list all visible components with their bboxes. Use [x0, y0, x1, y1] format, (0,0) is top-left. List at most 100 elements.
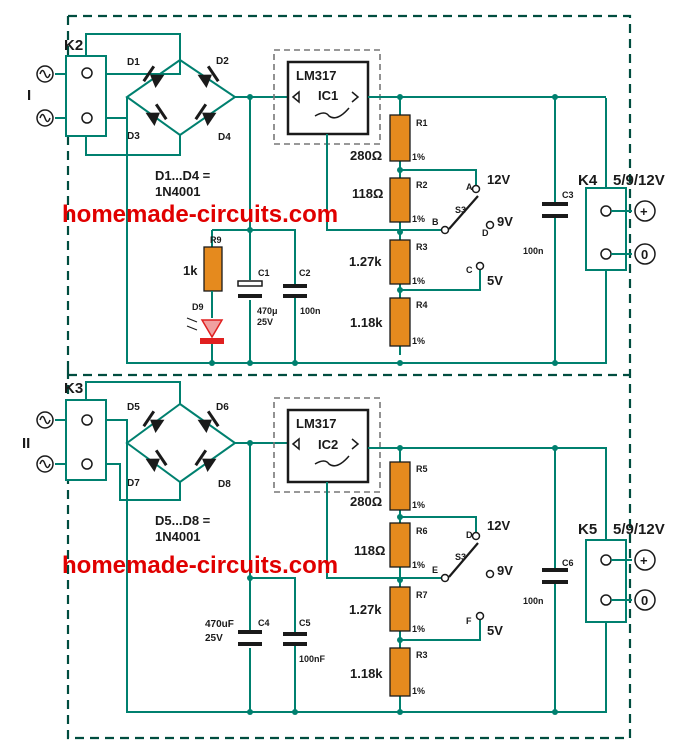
svg-text:1%: 1%: [412, 686, 425, 696]
resistor-r9: [203, 246, 223, 292]
resistor-r4: [389, 297, 411, 347]
svg-text:1%: 1%: [412, 624, 425, 634]
svg-text:0: 0: [641, 593, 648, 608]
svg-text:D4: D4: [218, 132, 231, 143]
svg-text:+: +: [640, 553, 648, 568]
watermark-top: homemade-circuits.com: [62, 201, 338, 228]
svg-text:+: +: [640, 204, 648, 219]
svg-text:9V: 9V: [497, 214, 513, 229]
svg-text:D9: D9: [192, 302, 204, 312]
svg-text:D6: D6: [216, 402, 229, 413]
svg-text:R3: R3: [416, 242, 428, 252]
svg-text:5/9/12V: 5/9/12V: [613, 172, 665, 189]
svg-text:100n: 100n: [300, 306, 321, 316]
svg-text:5V: 5V: [487, 623, 503, 638]
svg-text:R7: R7: [416, 590, 428, 600]
svg-text:D5...D8 =: D5...D8 =: [155, 513, 211, 528]
svg-text:K5: K5: [578, 521, 597, 538]
svg-text:E: E: [432, 565, 438, 575]
svg-text:100n: 100n: [523, 596, 544, 606]
svg-text:C4: C4: [258, 618, 270, 628]
k5-terminal-block: [585, 539, 627, 623]
svg-text:D2: D2: [216, 56, 229, 67]
svg-text:118Ω: 118Ω: [354, 543, 385, 558]
svg-text:IC1: IC1: [318, 88, 338, 103]
svg-text:S3: S3: [455, 552, 466, 562]
svg-text:1%: 1%: [412, 500, 425, 510]
svg-text:C6: C6: [562, 558, 574, 568]
svg-text:D7: D7: [127, 478, 140, 489]
capacitor-icon: [237, 280, 307, 298]
svg-text:1%: 1%: [412, 276, 425, 286]
svg-text:470uF: 470uF: [205, 619, 234, 630]
capacitor-icon: [238, 630, 307, 646]
svg-text:1.27k: 1.27k: [349, 602, 382, 617]
svg-text:F: F: [466, 616, 472, 626]
resistor-r5: [389, 461, 411, 511]
bridge-diamond: [125, 402, 237, 484]
svg-text:D1: D1: [127, 57, 140, 68]
svg-text:C5: C5: [299, 618, 311, 628]
bottom-section: K3 II D5 D6 D7 D8 D5...D8 = 1N4001 LM317…: [22, 380, 665, 715]
svg-text:B: B: [432, 217, 439, 227]
svg-text:118Ω: 118Ω: [352, 186, 383, 201]
svg-text:K4: K4: [578, 172, 598, 189]
svg-text:D: D: [466, 530, 473, 540]
svg-text:D8: D8: [218, 479, 231, 490]
svg-text:D3: D3: [127, 131, 140, 142]
svg-text:R3: R3: [416, 650, 428, 660]
resistor-r2: [389, 177, 411, 223]
svg-text:A: A: [466, 182, 473, 192]
rotary-switch-icon: [440, 184, 495, 271]
bridge-diamond: [125, 58, 237, 137]
svg-text:R6: R6: [416, 526, 428, 536]
svg-text:R2: R2: [416, 180, 428, 190]
svg-text:1%: 1%: [412, 336, 425, 346]
top-section: K2 I D1 D2 D3 D4 D1...D4 = 1N4001: [27, 33, 665, 366]
svg-text:12V: 12V: [487, 518, 510, 533]
svg-text:D: D: [482, 228, 489, 238]
k3-label: K3: [64, 380, 83, 397]
svg-text:R9: R9: [210, 235, 222, 245]
svg-text:C1: C1: [258, 268, 270, 278]
svg-text:C2: C2: [299, 268, 311, 278]
svg-text:C3: C3: [562, 190, 574, 200]
svg-text:1%: 1%: [412, 152, 425, 162]
svg-text:S3: S3: [455, 205, 466, 215]
svg-text:280Ω: 280Ω: [350, 148, 382, 163]
input-label-ii: II: [22, 435, 30, 452]
svg-text:25V: 25V: [257, 317, 273, 327]
svg-text:5V: 5V: [487, 273, 503, 288]
ac-sine-icon: [36, 65, 54, 127]
input-label-i: I: [27, 87, 31, 104]
svg-text:R1: R1: [416, 118, 428, 128]
svg-text:1.18k: 1.18k: [350, 666, 383, 681]
led-icon: [186, 317, 224, 344]
ac-sine-icon: [36, 411, 54, 473]
svg-text:LM317: LM317: [296, 68, 336, 83]
svg-text:25V: 25V: [205, 633, 223, 644]
svg-text:R4: R4: [416, 300, 428, 310]
diode-icon: [142, 65, 166, 89]
svg-text:IC2: IC2: [318, 437, 338, 452]
watermark-bottom: homemade-circuits.com: [62, 552, 338, 579]
svg-text:1.27k: 1.27k: [349, 254, 382, 269]
svg-text:470μ: 470μ: [257, 306, 278, 316]
svg-text:1k: 1k: [183, 263, 198, 278]
svg-text:1N4001: 1N4001: [155, 184, 201, 199]
rotary-switch-icon: [440, 531, 495, 621]
resistor-r8: [389, 647, 411, 697]
svg-text:C: C: [466, 265, 473, 275]
svg-text:9V: 9V: [497, 563, 513, 578]
svg-text:100nF: 100nF: [299, 654, 326, 664]
svg-text:1N4001: 1N4001: [155, 529, 201, 544]
resistor-r1: [389, 114, 411, 162]
svg-text:1.18k: 1.18k: [350, 315, 383, 330]
enclosure-border: [66, 14, 632, 740]
svg-text:0: 0: [641, 247, 648, 262]
svg-text:12V: 12V: [487, 172, 510, 187]
svg-text:D1...D4 =: D1...D4 =: [155, 168, 211, 183]
svg-text:280Ω: 280Ω: [350, 494, 382, 509]
resistor-r7: [389, 586, 411, 632]
